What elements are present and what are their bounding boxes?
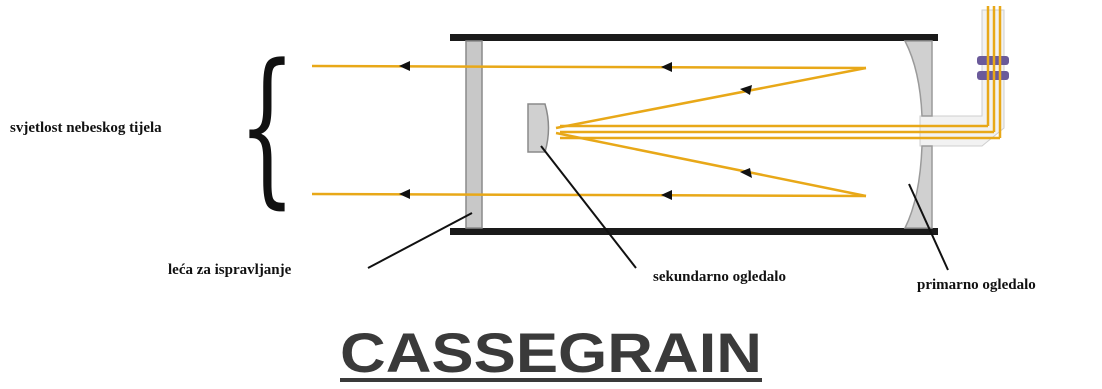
label-corrector-lens: leća za ispravljanje bbox=[168, 262, 292, 278]
title-underline bbox=[340, 378, 762, 382]
pointer-primary-mirror bbox=[908, 183, 949, 271]
pointer-lines bbox=[367, 145, 949, 271]
pointer-corrector-lens bbox=[367, 212, 473, 269]
label-light-source: svjetlost nebeskog tijela bbox=[10, 120, 162, 136]
incoming-ray-top bbox=[311, 64, 867, 70]
incoming-ray-bottom bbox=[311, 192, 867, 198]
reflected-ray-bottom bbox=[555, 131, 867, 198]
label-primary-mirror: primarno ogledalo bbox=[917, 277, 1036, 293]
diagram-title: CASSEGRAIN bbox=[340, 321, 762, 384]
primary-mirror bbox=[903, 40, 933, 229]
arrow-top-mid bbox=[661, 62, 672, 72]
primary-mirror-upper bbox=[903, 40, 933, 117]
tube-bottom-wall bbox=[450, 228, 938, 235]
secondary-mirror bbox=[527, 103, 550, 153]
light-brace: { bbox=[238, 28, 296, 224]
corrector-lens bbox=[465, 40, 483, 229]
arrow-reflected-top bbox=[740, 85, 752, 95]
ray-arrows bbox=[399, 61, 752, 200]
arrow-bottom-left bbox=[399, 189, 410, 199]
primary-mirror-lower bbox=[903, 145, 933, 229]
label-secondary-mirror: sekundarno ogledalo bbox=[653, 269, 786, 285]
reflected-ray-top bbox=[555, 66, 867, 130]
arrow-top-left bbox=[399, 61, 410, 71]
arrow-bottom-mid bbox=[661, 190, 672, 200]
tube-top-wall bbox=[450, 34, 938, 41]
telescope-tube bbox=[450, 34, 938, 235]
arrow-reflected-bottom bbox=[740, 168, 752, 178]
pointer-secondary-mirror bbox=[540, 145, 637, 269]
